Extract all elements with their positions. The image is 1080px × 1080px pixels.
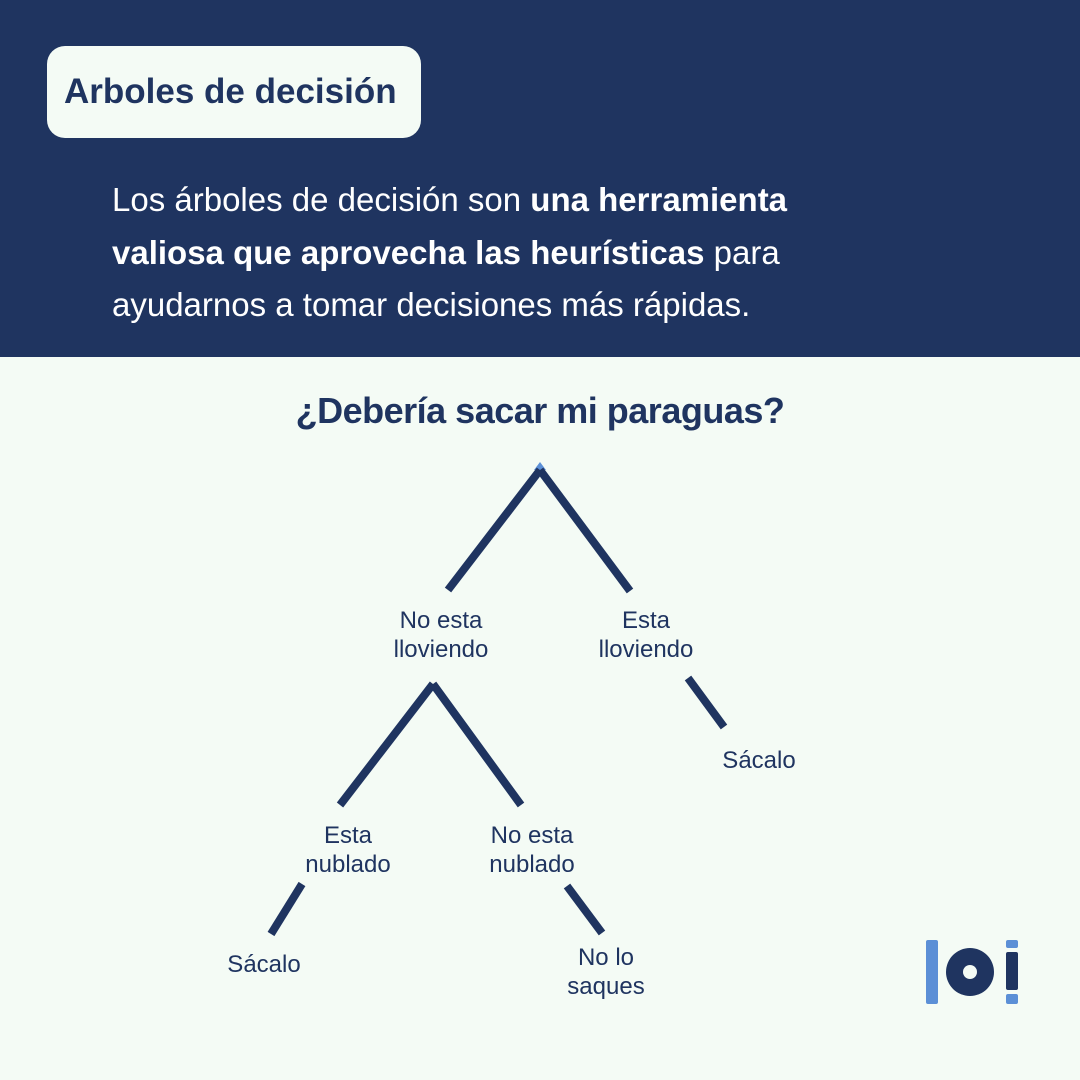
intro-text: para <box>704 233 780 271</box>
diagram-question: ¿Debería sacar mi paraguas? <box>295 390 785 431</box>
node-label-line: Esta <box>621 607 671 634</box>
edge-no-nublado-no-saques <box>563 883 606 936</box>
intro-text: Los árboles de decisión son <box>112 181 531 218</box>
edge-root-llueve <box>536 467 634 594</box>
node-label-line: Esta <box>323 822 373 849</box>
edge-root-no-llueve <box>444 467 544 593</box>
node-no-lloviendo: No esta lloviendo <box>394 606 489 664</box>
edge-no-llueve-no-nublado <box>429 681 525 808</box>
node-label-line: Sácalo <box>227 951 301 978</box>
intro-line-1: Los árboles de decisión son una herramie… <box>112 174 912 227</box>
edge-nublado-sacalo <box>267 881 306 937</box>
intro-emphasis: valiosa que aprovecha las heurísticas <box>112 233 705 271</box>
node-no-nublado-no-saques: No lo saques <box>567 943 644 1001</box>
intro-line-2: valiosa que aprovecha las heurísticas pa… <box>112 227 912 280</box>
node-nublado-sacalo: Sácalo <box>227 950 300 979</box>
page-title: Arboles de decisión <box>47 46 421 138</box>
intro-paragraph: Los árboles de decisión son una herramie… <box>112 174 912 332</box>
header-banner: Arboles de decisión Los árboles de decis… <box>0 0 1080 357</box>
node-label-line: Sácalo <box>722 747 796 774</box>
node-label-line: No lo <box>577 944 635 971</box>
node-no-nublado: No esta nublado <box>489 821 574 879</box>
node-label-line: No esta <box>399 607 483 634</box>
node-lloviendo-sacalo: Sácalo <box>722 746 795 775</box>
node-label-line: nublado <box>305 851 391 878</box>
node-nublado: Esta nublado <box>305 821 390 879</box>
logo-icon <box>926 940 1018 1004</box>
node-lloviendo: Esta lloviendo <box>599 606 694 664</box>
root-marker-icon <box>534 462 546 470</box>
intro-text: ayudarnos a tomar decisiones más rápidas… <box>112 286 751 323</box>
node-label-line: No esta <box>490 822 574 849</box>
node-label-line: lloviendo <box>598 636 694 663</box>
node-label-line: nublado <box>489 851 575 878</box>
node-label-line: saques <box>567 973 645 1000</box>
edge-no-llueve-nublado <box>336 681 437 808</box>
intro-line-3: ayudarnos a tomar decisiones más rápidas… <box>112 279 912 332</box>
intro-emphasis: una herramienta <box>530 181 788 218</box>
node-label-line: lloviendo <box>393 636 489 663</box>
edge-llueve-sacalo <box>684 675 728 730</box>
